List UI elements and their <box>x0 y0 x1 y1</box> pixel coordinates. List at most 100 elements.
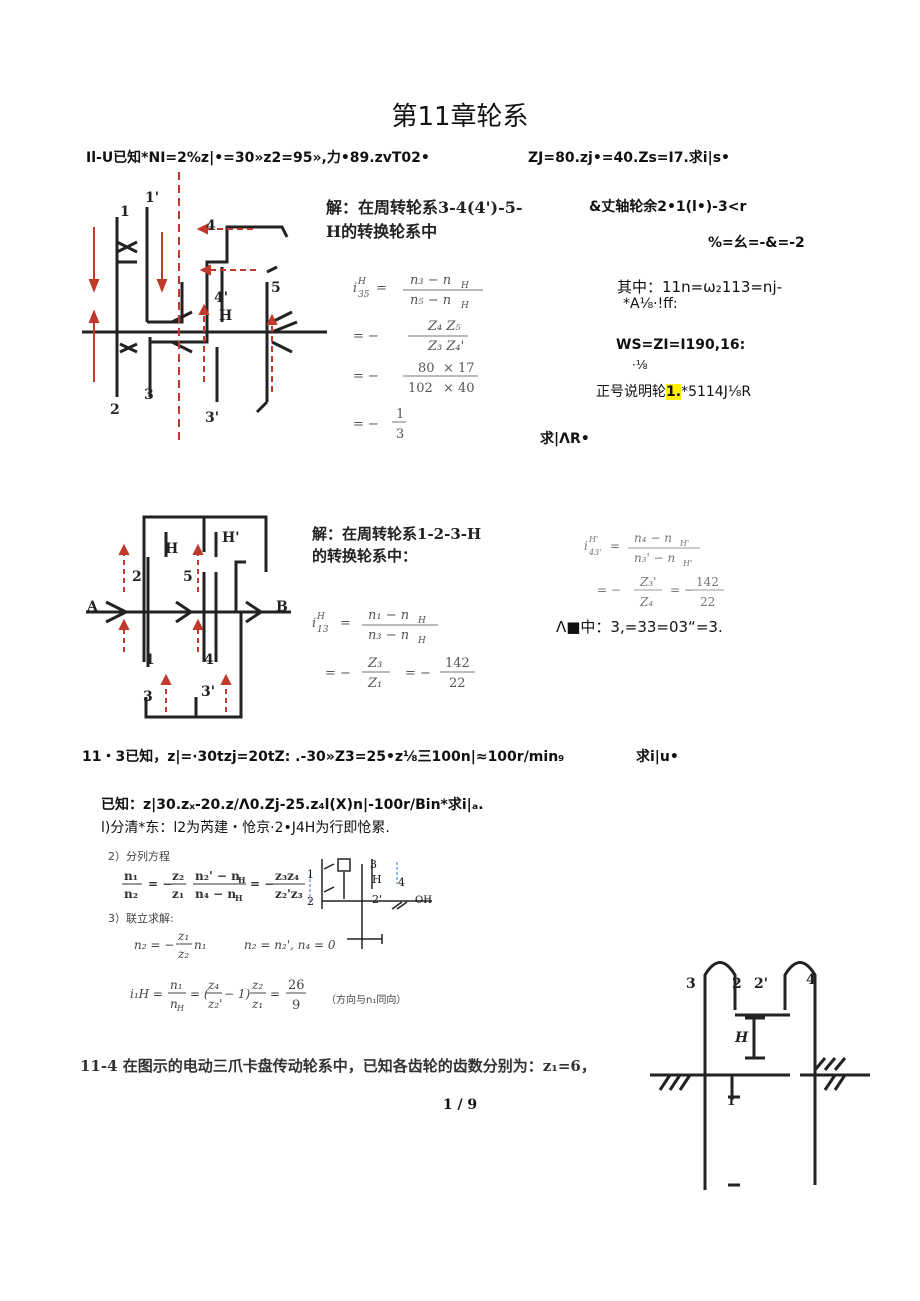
svg-text:Z₄ Z₅: Z₄ Z₅ <box>427 319 461 334</box>
p1-label-3: 3 <box>144 387 154 403</box>
svg-text:z₃z₄: z₃z₄ <box>275 869 299 883</box>
svg-text:n₂: n₂ <box>124 887 138 901</box>
svg-text:n₁ − n: n₁ − n <box>368 608 409 623</box>
svg-text:n₁: n₁ <box>194 938 207 952</box>
p2-label-5: 5 <box>183 569 193 585</box>
svg-text:n₃ − n: n₃ − n <box>368 628 409 643</box>
p2-label-2: 2 <box>132 569 142 585</box>
problem3-statement: 11・3已知，z|=·30tzj=20tZ: .-30»Z3=25•z⅛三100… <box>82 749 565 765</box>
svg-text:Z₃ Z₄': Z₃ Z₄' <box>427 339 464 354</box>
p1-label-5: 5 <box>271 280 281 296</box>
p4-label-2: 2 <box>732 976 742 992</box>
p1-note-3: 其中：11n=ω₂113=nj- <box>617 278 783 296</box>
svg-text:z₄: z₄ <box>207 978 219 992</box>
svg-text:43': 43' <box>588 548 601 557</box>
svg-text:n₄ − n: n₄ − n <box>195 887 236 901</box>
svg-text:= −: = − <box>250 877 274 891</box>
p1-eq-3: 3 <box>396 427 404 442</box>
svg-text:H': H' <box>588 535 598 544</box>
page-title: 第11章轮系 <box>391 102 529 132</box>
p1-label-1: 1 <box>120 204 130 220</box>
problem1-solution-heading: 解：在周转轮系3-4(4')-5-H的转换轮系中 <box>326 198 523 241</box>
svg-text:= −: = − <box>597 583 621 597</box>
problem3-statement-right: 求i|u• <box>636 749 679 765</box>
p1-eq-17: 17 <box>458 361 475 376</box>
svg-text:n₂ = n₂', n₄ = 0: n₂ = n₂', n₄ = 0 <box>244 938 336 952</box>
problem1-gear-diagram <box>82 172 332 444</box>
svg-text:35: 35 <box>358 290 370 300</box>
svg-text:H: H <box>417 616 426 626</box>
p4-label-3: 3 <box>686 976 696 992</box>
svg-text:i: i <box>584 539 588 553</box>
svg-text:i: i <box>312 616 316 631</box>
p3-fig-label-1: 1 <box>307 868 314 881</box>
svg-text:Z₃: Z₃ <box>367 656 382 671</box>
problem3-step3: 3）联立求解: <box>108 912 174 925</box>
p4-label-1: 1 <box>727 1094 736 1108</box>
svg-text:=: = <box>376 281 387 296</box>
problem3-step2: 2）分列方程 <box>108 850 170 863</box>
svg-text:=: = <box>610 539 620 553</box>
svg-text:H: H <box>417 636 426 646</box>
svg-text:n: n <box>170 997 178 1011</box>
p1-note-2: %=幺=-&=-2 <box>708 235 805 251</box>
svg-text:z₂: z₂ <box>172 869 184 883</box>
svg-text:z₁: z₁ <box>177 929 189 943</box>
svg-text:H: H <box>460 301 469 311</box>
svg-text:Z₃': Z₃' <box>639 575 656 589</box>
p1-note-6: ·⅛ <box>632 358 648 372</box>
svg-text:13: 13 <box>317 625 329 635</box>
svg-text:z₂'z₃: z₂'z₃ <box>275 887 303 901</box>
svg-text:H: H <box>238 875 246 885</box>
svg-text:n₄ − n: n₄ − n <box>634 531 672 545</box>
p2-eq-22: 22 <box>449 676 466 691</box>
p1-note-1: &丈轴轮余2•1(l•)-3<r <box>589 199 747 215</box>
p3-fig-label-4: 4 <box>398 876 405 889</box>
p3-result-den: 9 <box>292 998 300 1013</box>
p2-right-eq-22: 22 <box>700 595 715 609</box>
p3-fig-label-H: H <box>372 873 382 886</box>
p1-label-3prime: 3' <box>205 410 220 426</box>
problem3-direction-note: （方向与n₁同向） <box>326 995 407 1006</box>
svg-text:n₃' − n: n₃' − n <box>634 551 675 565</box>
svg-text:n₁: n₁ <box>124 869 138 883</box>
svg-text:H: H <box>357 277 366 287</box>
problem4-gear-diagram <box>650 950 870 1190</box>
p3-fig-label-2prime: 2' <box>372 893 383 906</box>
svg-text:=: = <box>270 987 280 1001</box>
problem4-statement: 11-4 在图示的电动三爪卡盘传动轮系中，已知各齿轮的齿数分别为：z₁=6， <box>80 1057 596 1075</box>
p1-eq-40: 40 <box>458 381 475 396</box>
svg-text:= −: = − <box>325 666 351 681</box>
p1-label-4prime: 4' <box>214 290 229 306</box>
p1-eq-80: 80 <box>418 361 435 376</box>
p2-label-H: H <box>165 541 179 557</box>
p2-label-3prime: 3' <box>201 684 216 700</box>
p1-note-5: WS=ZI=I190,16: <box>616 337 746 353</box>
svg-text:H: H <box>176 1004 185 1013</box>
svg-text:Z₁: Z₁ <box>367 676 382 691</box>
svg-text:= (: = ( <box>190 987 209 1001</box>
svg-text:H: H <box>235 893 243 903</box>
svg-text:z₂': z₂' <box>207 997 222 1011</box>
p1-note-4: *A⅛·!ff: <box>623 296 678 312</box>
p4-label-2prime: 2' <box>754 976 769 992</box>
p1-label-4: 4 <box>206 218 216 234</box>
p2-right-eq-142: 142 <box>696 575 719 589</box>
p3-fig-label-2: 2 <box>307 895 314 908</box>
svg-text:− 1): − 1) <box>224 987 251 1001</box>
problem1-statement-right: ZJ=80.zj•=40.Zs=I7.求i|s• <box>528 150 730 166</box>
svg-text:z₂: z₂ <box>251 978 263 992</box>
svg-text:= −: = − <box>353 417 379 432</box>
p3-fig-label-3: 3 <box>370 858 377 871</box>
svg-text:n₂' − n: n₂' − n <box>195 869 240 883</box>
svg-text:= −: = − <box>353 329 379 344</box>
p2-label-3: 3 <box>143 689 153 705</box>
p4-label-4: 4 <box>806 972 816 988</box>
svg-text:= −: = − <box>148 877 172 891</box>
svg-text:Z₄: Z₄ <box>639 595 653 609</box>
svg-text:H: H <box>316 612 325 622</box>
svg-text:= −: = − <box>405 666 431 681</box>
